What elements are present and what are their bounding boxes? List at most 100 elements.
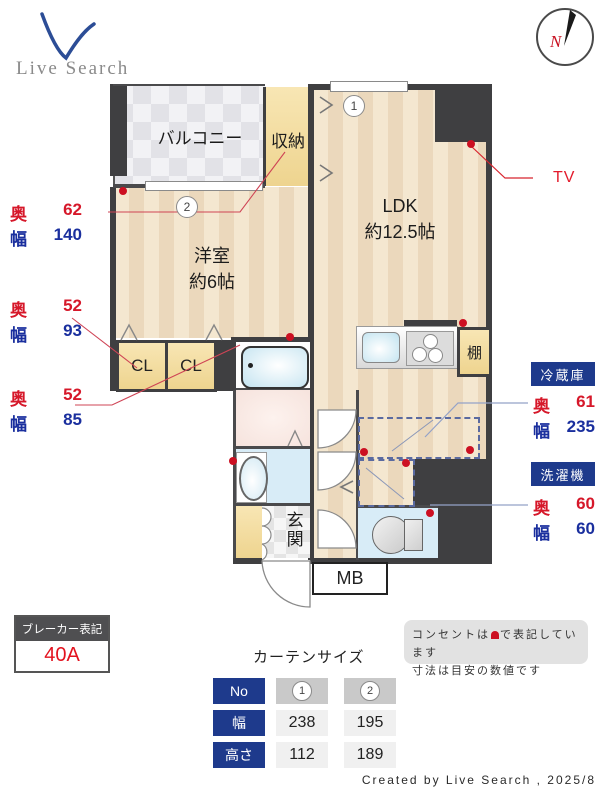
ldk-size: 約12.5帖 [364,222,436,243]
legend-note: コンセントはで表記しています 寸法は目安の数値です [404,620,588,677]
window-balcony [145,181,263,191]
breaker-value: 40A [44,644,80,666]
washroom-floor [236,390,310,446]
dim-width-label: 幅 [10,326,27,345]
appliance-depth-label: 奥 [533,499,550,518]
wall [236,388,310,391]
storage-label: 収納 [271,132,305,151]
outlet-marker-icon [467,140,475,148]
wall [236,446,310,449]
dim-depth-label: 奥 [10,205,27,224]
meter-box-label: MB [336,568,364,588]
kitchen-sink [362,332,400,363]
kitchen-stove [406,331,454,366]
wall [231,337,312,343]
toilet-tank [404,519,423,551]
dim-depth-label: 奥 [10,390,27,409]
legend-note-line2: 寸法は目安の数値です [412,665,542,678]
window-number-2: 2 [176,196,198,218]
closet-left: CL [116,340,168,392]
western-room-size: 約6帖 [188,272,235,293]
washer-badge: 洗濯機 [531,462,595,486]
outlet-marker-icon [459,319,467,327]
curtain-row-width: 幅 [213,710,265,736]
compass-icon [536,8,594,66]
curtain-col1-height: 112 [276,742,328,768]
outlet-marker-icon [402,459,410,467]
dim-width-value: 85 [63,410,82,429]
dim-depth-value: 52 [63,385,82,404]
appliance-depth-value: 60 [576,494,595,513]
legend-note-line1: コンセントはで表記しています [412,626,580,662]
compass-north-label: N [550,32,562,51]
washer-badge-label: 洗濯機 [540,467,586,483]
wall [404,320,457,327]
tv-label: TV [553,169,576,186]
curtain-row-no: No [213,678,265,704]
legend-note-line1-pre: コンセントは [412,629,490,641]
appliance-width-value: 235 [566,417,595,436]
refrigerator-badge: 冷蔵庫 [531,362,595,386]
outlet-marker-icon [426,509,434,517]
appliance-depth-value: 61 [576,392,595,411]
shelf-label: 棚 [466,344,482,362]
dim-width-label: 幅 [10,415,27,434]
window-number-1: 1 [343,95,365,117]
washer-space [358,459,415,507]
closet-left-label: CL [131,356,153,375]
dim-width-value: 140 [53,225,82,244]
curtain-table-title: カーテンサイズ [253,649,365,666]
dim-width-label: 幅 [10,230,27,249]
wall [486,84,492,564]
logo-checkmark-icon [40,12,96,61]
balcony-label: バルコニー [157,129,243,148]
closet-right-label: CL [180,356,202,375]
bathtub-drain-icon [248,363,253,368]
outlet-marker-icon [286,333,294,341]
refrigerator-space [358,417,480,459]
meter-box: MB [312,562,388,595]
curtain-col1-header: 1 [276,678,328,704]
breaker-title: ブレーカー表記 [16,617,108,641]
shoe-cabinet [236,506,262,558]
wall [236,503,310,506]
dim-depth-label: 奥 [10,301,27,320]
curtain-col1-number: 1 [292,681,312,701]
breaker-box: ブレーカー表記 40A [14,615,110,673]
wall [308,88,314,560]
wall [435,90,486,142]
curtain-col2-number: 2 [360,681,380,701]
wall [413,459,486,506]
wall [310,558,492,564]
outlet-marker-icon [229,457,237,465]
wash-basin [239,456,268,501]
outlet-marker-icon [466,446,474,454]
ldk-label: LDK 約12.5帖 [350,193,450,245]
dim-closet-left: 奥 52 幅 93 [10,296,82,346]
stove-burner-icon [412,347,427,362]
curtain-col1-width: 238 [276,710,328,736]
curtain-row-height: 高さ [213,742,265,768]
bathtub [241,346,309,389]
western-room-label: 洋室 約6帖 [162,243,262,295]
western-room-name: 洋室 [194,246,230,266]
wall [110,187,116,391]
dim-depth-value: 52 [63,296,82,315]
legend-note-line1-post: で表記しています [412,629,578,660]
shelf-box: 棚 [457,327,492,377]
appliance-width-label: 幅 [533,524,550,543]
closet-right: CL [165,340,217,392]
wall [233,390,236,560]
outlet-marker-icon [119,187,127,195]
refrigerator-badge-label: 冷蔵庫 [540,367,586,383]
window-number-2-label: 2 [183,200,191,214]
dim-width-value: 93 [63,321,82,340]
window-number-1-label: 1 [350,99,358,113]
appliance-width-label: 幅 [533,422,550,441]
wall [233,558,262,564]
entrance-label: 玄関 [283,511,303,549]
credit-text: Created by Live Search , 2025/8 [361,773,596,787]
